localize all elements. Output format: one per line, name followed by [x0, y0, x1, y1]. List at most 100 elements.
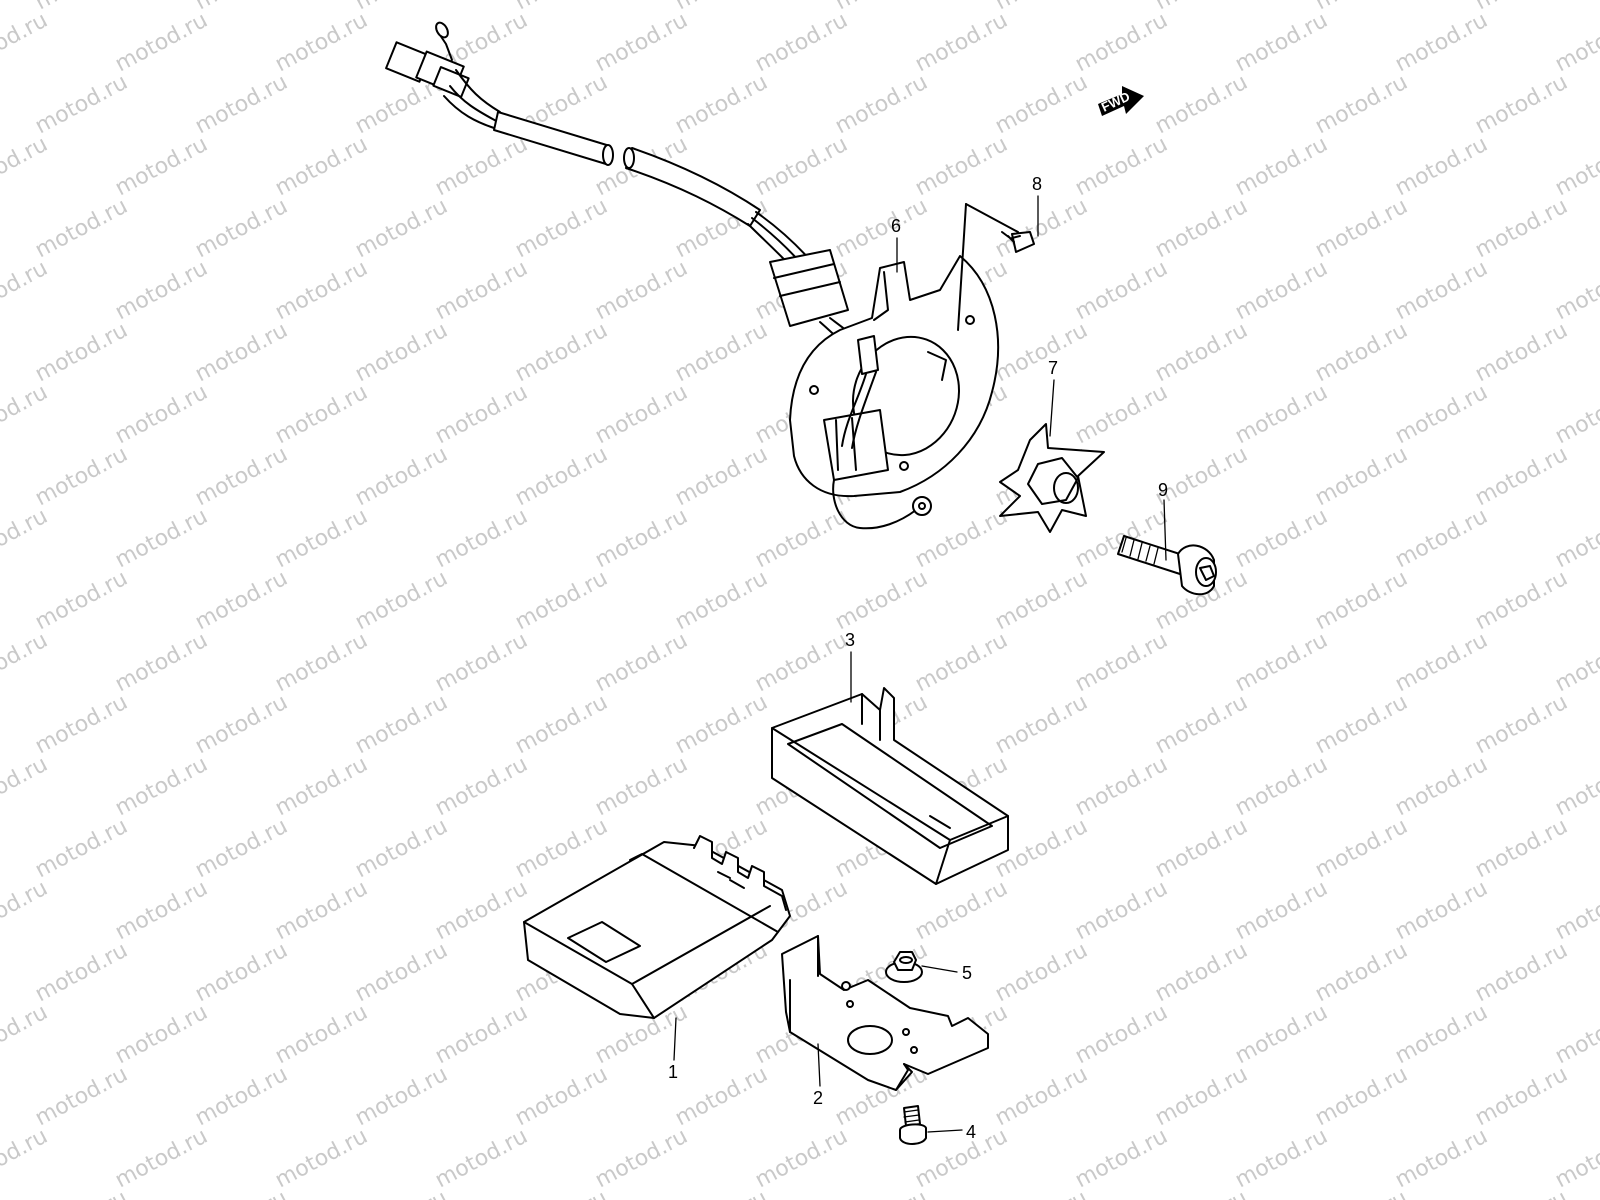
watermark-text: motod.ru [0, 1000, 52, 1069]
watermark-text: motod.ru [671, 318, 772, 387]
watermark-text: motod.ru [351, 318, 452, 387]
watermark-text: motod.ru [431, 1124, 532, 1193]
watermark-text: motod.ru [1231, 256, 1332, 325]
watermark-text: motod.ru [511, 194, 612, 263]
watermark-text: motod.ru [31, 194, 132, 263]
watermark-text: motod.ru [1471, 318, 1572, 387]
watermark-text: motod.ru [591, 628, 692, 697]
watermark-text: motod.ru [1471, 70, 1572, 139]
watermark-text: motod.ru [1311, 1186, 1412, 1200]
callout-2: 2 [813, 1088, 823, 1108]
watermark-text: motod.ru [1391, 628, 1492, 697]
watermark-text: motod.ru [1391, 1000, 1492, 1069]
watermark-text: motod.ru [271, 256, 372, 325]
watermark-text: motod.ru [431, 876, 532, 945]
watermark-text: motod.ru [591, 8, 692, 77]
watermark-text: motod.ru [191, 814, 292, 883]
watermark-text: motod.ru [671, 0, 772, 15]
watermark-text: motod.ru [351, 442, 452, 511]
watermark-text: motod.ru [111, 380, 212, 449]
watermark-text: motod.ru [831, 0, 932, 15]
watermark-text: motod.ru [1151, 1186, 1252, 1200]
watermark-text: motod.ru [1231, 380, 1332, 449]
callout-labels: 6 8 7 9 3 1 2 5 4 [668, 174, 1168, 1142]
watermark-text: motod.ru [511, 814, 612, 883]
watermark-text: motod.ru [1471, 938, 1572, 1007]
watermark-text: motod.ru [751, 8, 852, 77]
watermark-text: motod.ru [991, 566, 1092, 635]
watermark-text: motod.ru [111, 752, 212, 821]
watermark-text: motod.ru [1311, 1062, 1412, 1131]
watermark-text: motod.ru [1471, 194, 1572, 263]
watermark-text: motod.ru [351, 690, 452, 759]
watermark-text: motod.ru [271, 628, 372, 697]
watermark-text: motod.ru [1231, 504, 1332, 573]
watermark-text: motod.ru [1391, 256, 1492, 325]
watermark-text: motod.ru [911, 8, 1012, 77]
watermark-text: motod.ru [431, 256, 532, 325]
watermark-text: motod.ru [1551, 752, 1600, 821]
watermark-text: motod.ru [1471, 566, 1572, 635]
watermark-text: motod.ru [431, 504, 532, 573]
watermark-text: motod.ru [111, 132, 212, 201]
watermark-text: motod.ru [1231, 628, 1332, 697]
watermark-text: motod.ru [1151, 814, 1252, 883]
callout-5: 5 [962, 963, 972, 983]
watermark-text: motod.ru [1391, 876, 1492, 945]
watermark-text: motod.ru [991, 70, 1092, 139]
watermark-text: motod.ru [1231, 8, 1332, 77]
watermark-text: motod.ru [271, 1000, 372, 1069]
callout-4: 4 [966, 1122, 976, 1142]
watermark-text: motod.ru [511, 690, 612, 759]
watermark-text: motod.ru [831, 1186, 932, 1200]
watermark-text: motod.ru [1551, 256, 1600, 325]
unit-holder [771, 687, 1009, 885]
watermark-text: motod.ru [671, 1186, 772, 1200]
watermark-text: motod.ru [991, 0, 1092, 15]
watermark-text: motod.ru [1391, 8, 1492, 77]
watermark-text: motod.ru [0, 380, 52, 449]
watermark-text: motod.ru [1071, 8, 1172, 77]
watermark-text: motod.ru [191, 70, 292, 139]
watermark-text: motod.ru [0, 628, 52, 697]
watermark-text: motod.ru [1471, 442, 1572, 511]
watermark-text: motod.ru [511, 442, 612, 511]
watermark-text: motod.ru [111, 8, 212, 77]
watermark-text: motod.ru [591, 1124, 692, 1193]
watermark-text: motod.ru [1071, 752, 1172, 821]
watermark-text: motod.ru [31, 566, 132, 635]
watermark-text: motod.ru [1391, 132, 1492, 201]
watermark-text: motod.ru [111, 256, 212, 325]
watermark-text: motod.ru [1071, 256, 1172, 325]
watermark-text: motod.ru [431, 752, 532, 821]
watermark-text: motod.ru [191, 318, 292, 387]
watermark-text: motod.ru [1471, 690, 1572, 759]
watermark-text: motod.ru [1151, 0, 1252, 15]
watermark-text: motod.ru [31, 70, 132, 139]
watermark-text: motod.ru [191, 938, 292, 1007]
watermark-text: motod.ru [671, 442, 772, 511]
watermark-text: motod.ru [751, 504, 852, 573]
watermark-text: motod.ru [191, 1186, 292, 1200]
pickup-coil-assembly [789, 255, 1000, 530]
watermark-text: motod.ru [1151, 1062, 1252, 1131]
watermark-text: motod.ru [351, 194, 452, 263]
watermark-text: motod.ru [831, 194, 932, 263]
bolt [899, 1105, 927, 1145]
watermark-text: motod.ru [1311, 938, 1412, 1007]
watermark-text: motod.ru [1391, 1124, 1492, 1193]
watermark-text: motod.ru [431, 1000, 532, 1069]
watermark-text: motod.ru [351, 1186, 452, 1200]
watermark-text: motod.ru [1471, 1062, 1572, 1131]
watermark-text: motod.ru [1311, 690, 1412, 759]
watermark-text: motod.ru [1391, 504, 1492, 573]
watermark-text: motod.ru [0, 876, 52, 945]
watermark-text: motod.ru [191, 194, 292, 263]
watermark-text: motod.ru [1311, 0, 1412, 15]
watermark-text: motod.ru [191, 0, 292, 15]
watermark-text: motod.ru [1071, 380, 1172, 449]
watermark-text: motod.ru [0, 8, 52, 77]
watermark-text: motod.ru [111, 504, 212, 573]
watermark-text: motod.ru [431, 628, 532, 697]
watermark-text: motod.ru [1311, 814, 1412, 883]
